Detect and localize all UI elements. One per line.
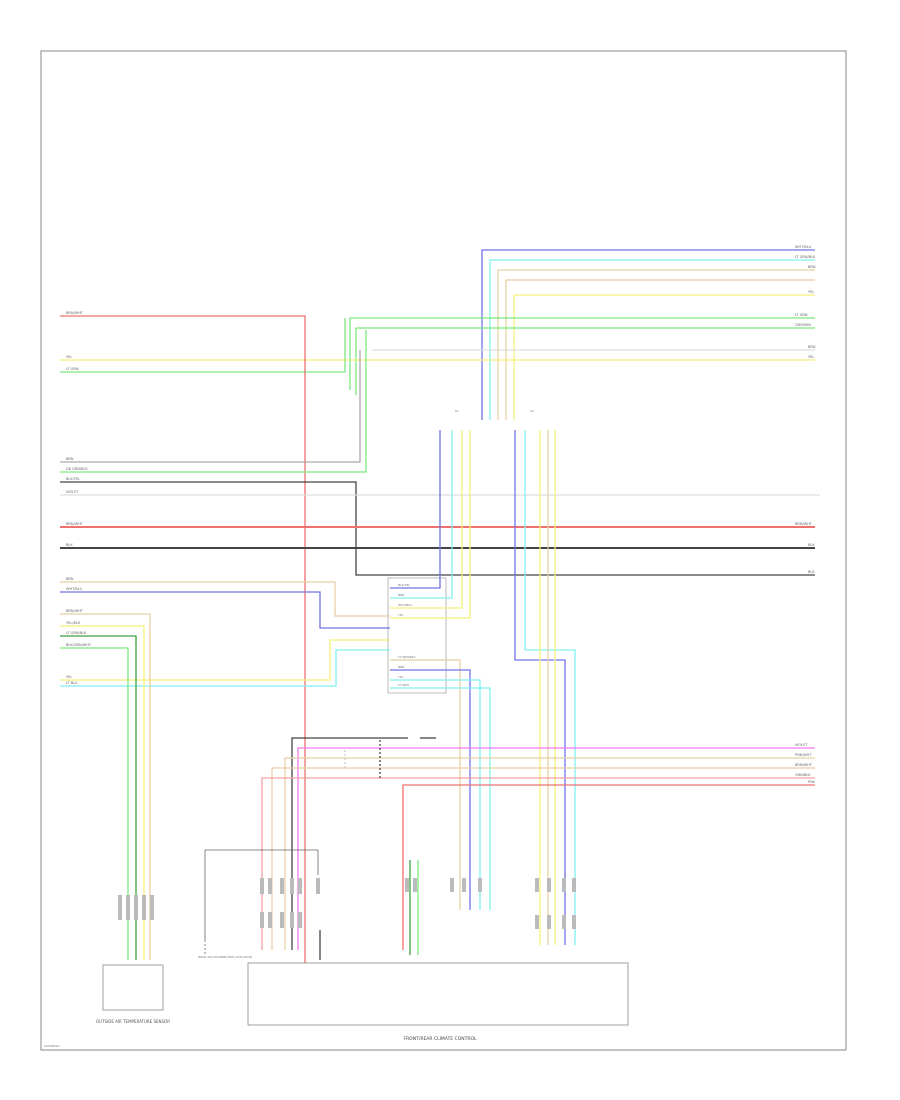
svg-text:GRN/BLK: GRN/BLK xyxy=(795,773,811,777)
svg-text:DK GRN/BLK: DK GRN/BLK xyxy=(66,467,88,471)
svg-text:YEL: YEL xyxy=(398,675,404,679)
svg-text:BRN: BRN xyxy=(398,665,404,669)
svg-text:PNK: PNK xyxy=(808,780,816,784)
svg-text:LT BLU: LT BLU xyxy=(66,681,78,685)
svg-text:LT GRN: LT GRN xyxy=(795,313,808,317)
svg-text:BRN/WHT: BRN/WHT xyxy=(66,609,84,613)
svg-text:BRN: BRN xyxy=(398,593,404,597)
svg-text:YEL/BLK: YEL/BLK xyxy=(66,621,81,625)
svg-text:YEL: YEL xyxy=(808,290,814,294)
svg-text:BRN: BRN xyxy=(808,265,816,269)
middle-wires xyxy=(60,430,491,910)
splice-label-2: S2 xyxy=(530,409,534,413)
svg-text:BRN: BRN xyxy=(66,457,74,461)
svg-text:LT GRN: LT GRN xyxy=(66,367,79,371)
left-bundle-wires xyxy=(60,330,820,576)
footer-code: A300601G xyxy=(44,1044,61,1048)
mid-connector-labels: BLK/YEL BRN WHT/BLU YEL LT GRN/BLK BRN Y… xyxy=(398,583,416,687)
svg-text:VIOLET: VIOLET xyxy=(66,490,79,494)
climate-control-module xyxy=(247,962,629,1026)
top-right-wires xyxy=(60,249,815,420)
svg-text:GRY/BRN: GRY/BRN xyxy=(795,323,811,327)
svg-text:LT GRN/BLK: LT GRN/BLK xyxy=(795,255,816,259)
sensor-label: OUTSIDE AIR TEMPERATURE SENSOR xyxy=(96,1019,170,1024)
module-label: FRONT/REAR CLIMATE CONTROL xyxy=(403,1036,477,1042)
svg-text:BLK: BLK xyxy=(808,570,815,574)
left-wire-labels: BRN/WHT YEL LT GRN BRN DK GRN/BLK BLK/YE… xyxy=(66,311,92,685)
svg-text:BLK: BLK xyxy=(808,543,815,547)
svg-text:BLK/GRN/WHT: BLK/GRN/WHT xyxy=(66,643,92,647)
svg-text:YEL: YEL xyxy=(66,355,72,359)
right-wire-labels: BRN/WHT BLK BLK VIOLET PNK/WHT BRN/WHT G… xyxy=(795,522,816,784)
module-input-wires xyxy=(319,860,419,960)
sensor-box xyxy=(102,964,164,1011)
svg-text:BLK: BLK xyxy=(66,543,73,547)
top-right-labels: WHT/BLU LT GRN/BLK BRN YEL LT GRN GRY/BR… xyxy=(795,245,816,359)
middle-connector xyxy=(387,577,447,694)
splice-label-1: S1 xyxy=(455,409,459,413)
actuator-label: REAR AIR DISTRIBUTION ACTUATOR xyxy=(198,955,252,959)
svg-text:WHT/BLU: WHT/BLU xyxy=(66,587,83,591)
svg-text:BRN: BRN xyxy=(808,345,816,349)
svg-text:LT GRN/BLK: LT GRN/BLK xyxy=(66,631,87,635)
svg-text:BRN/WHT: BRN/WHT xyxy=(795,522,813,526)
svg-text:BLK/YEL: BLK/YEL xyxy=(66,477,80,481)
svg-text:BRN/WHT: BRN/WHT xyxy=(66,311,84,315)
diagram-border xyxy=(40,50,847,1051)
svg-text:BLK/YEL: BLK/YEL xyxy=(398,583,410,587)
svg-text:YEL: YEL xyxy=(808,355,814,359)
svg-text:WHT/BLU: WHT/BLU xyxy=(795,245,812,249)
svg-text:VIOLET: VIOLET xyxy=(795,743,808,747)
svg-text:YEL: YEL xyxy=(66,675,72,679)
svg-text:BRN: BRN xyxy=(66,577,74,581)
pin-blocks xyxy=(118,878,576,929)
svg-text:PNK/WHT: PNK/WHT xyxy=(795,753,812,757)
right-vertical-wires xyxy=(514,430,576,945)
svg-text:WHT/BLU: WHT/BLU xyxy=(398,603,412,607)
svg-text:BRN/WHT: BRN/WHT xyxy=(795,763,813,767)
wire-red-vertical xyxy=(60,315,306,1010)
svg-text:YEL: YEL xyxy=(398,613,404,617)
svg-text:LT GRN: LT GRN xyxy=(398,683,409,687)
svg-text:BRN/WHT: BRN/WHT xyxy=(66,522,84,526)
sensor-wires xyxy=(60,613,151,960)
actuator-box xyxy=(204,849,319,940)
svg-text:LT GRN/BLK: LT GRN/BLK xyxy=(398,655,416,659)
